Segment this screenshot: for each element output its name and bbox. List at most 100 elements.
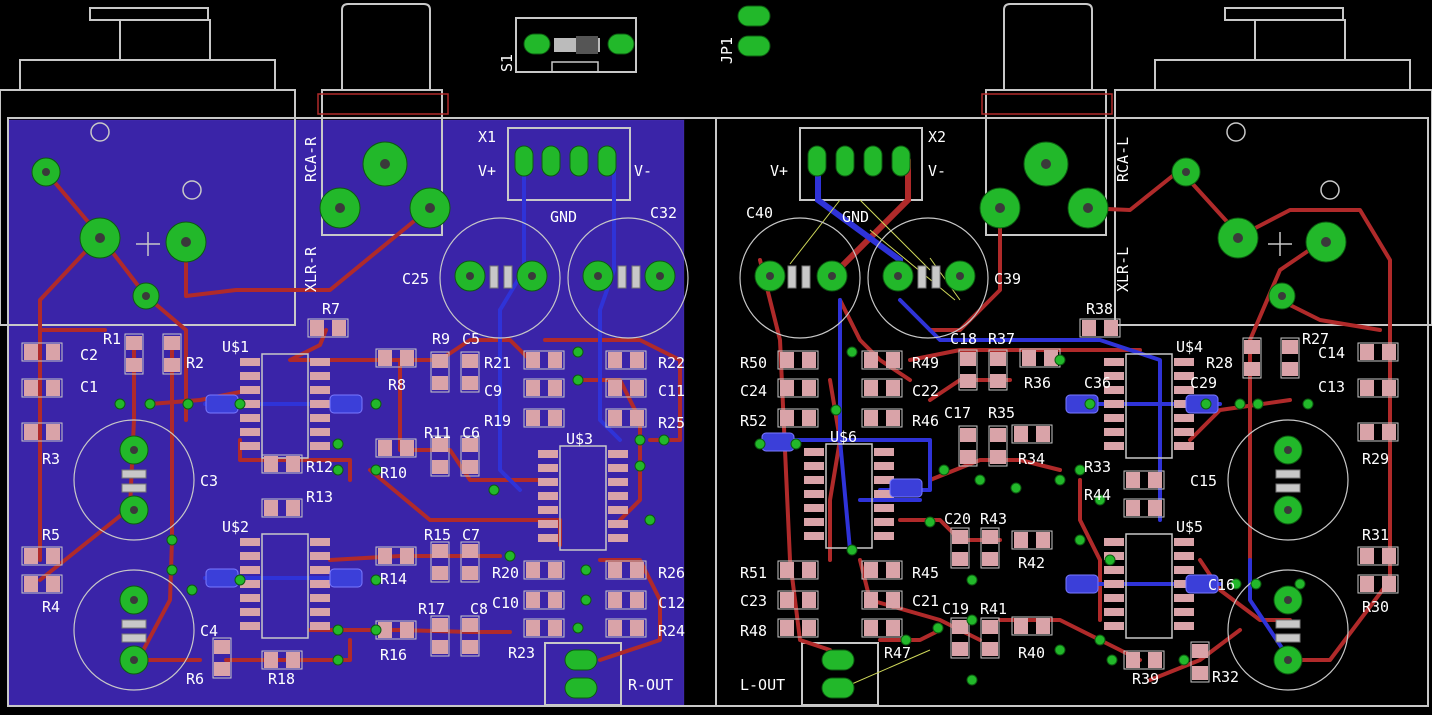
via <box>974 474 986 486</box>
smd-pad <box>1148 500 1162 516</box>
via <box>846 346 858 358</box>
via <box>1106 654 1118 666</box>
ic-pin <box>874 490 894 498</box>
smd-component <box>605 378 647 398</box>
ic-pin <box>1104 414 1124 422</box>
part-label: R7 <box>322 300 340 318</box>
via <box>166 564 178 576</box>
smd-pad <box>1360 576 1374 592</box>
smd-pad <box>400 440 414 456</box>
smd-outline <box>261 650 303 670</box>
smd-pad <box>1360 548 1374 564</box>
smd-component <box>261 498 303 518</box>
smd-component <box>430 541 450 583</box>
via <box>966 674 978 686</box>
ic-pin <box>310 442 330 450</box>
smd-pad <box>432 618 448 632</box>
via <box>1178 654 1190 666</box>
part-label: R28 <box>1206 354 1233 372</box>
oval-pads <box>514 5 911 699</box>
ic-pin <box>874 504 894 512</box>
smd-component <box>1079 318 1121 338</box>
smd-outline <box>430 435 450 477</box>
smd-component <box>307 318 349 338</box>
part-label: R52 <box>740 412 767 430</box>
smd-pad <box>864 352 878 368</box>
smd-outline <box>523 618 565 638</box>
smd-outline <box>777 560 819 580</box>
ic-pin <box>608 450 628 458</box>
via <box>370 624 382 636</box>
ic-bodies <box>261 353 1173 639</box>
via <box>504 550 516 562</box>
smd-pad <box>780 620 794 636</box>
part-label: C2 <box>80 346 98 364</box>
ic-pin <box>310 594 330 602</box>
smd-pad <box>990 352 1006 366</box>
smd-pad <box>1148 472 1162 488</box>
via <box>370 464 382 476</box>
ic-pin <box>310 608 330 616</box>
smd-component <box>1190 641 1210 683</box>
via <box>1094 494 1106 506</box>
part-label: R38 <box>1086 300 1113 318</box>
ic-pin <box>1104 372 1124 380</box>
ic-pin <box>240 594 260 602</box>
smd-component <box>523 560 565 580</box>
smd-component <box>1011 530 1053 550</box>
part-label: C20 <box>944 510 971 528</box>
ic-pin <box>310 552 330 560</box>
smd-pad <box>1014 532 1028 548</box>
part-label: R46 <box>912 412 939 430</box>
smd-pad <box>780 410 794 426</box>
smd-pad <box>526 620 540 636</box>
ic-pin <box>1174 566 1194 574</box>
smd-pad <box>630 380 644 396</box>
ic-pin <box>1104 442 1124 450</box>
ic-pin <box>874 462 894 470</box>
smd-component <box>460 541 480 583</box>
smd-component <box>777 590 819 610</box>
ic-pin <box>240 372 260 380</box>
label-gnd-1: GND <box>550 208 577 226</box>
ic-pin <box>1174 442 1194 450</box>
smd-pad <box>1126 472 1140 488</box>
smd-pad <box>126 336 142 350</box>
via <box>1074 464 1086 476</box>
ic-pin <box>608 520 628 528</box>
part-label: C17 <box>944 404 971 422</box>
smd-pad <box>1360 344 1374 360</box>
part-label: C7 <box>462 526 480 544</box>
smd-pad <box>214 640 230 654</box>
smd-component <box>861 408 903 428</box>
smd-pad <box>780 352 794 368</box>
smd-component <box>980 617 1000 659</box>
smd-component <box>261 650 303 670</box>
label-rca-r: RCA-R <box>302 136 320 182</box>
smd-pad <box>286 500 300 516</box>
switch-knob <box>576 36 598 54</box>
via <box>234 574 246 586</box>
label-rca-l: RCA-L <box>1114 137 1132 182</box>
part-label: R5 <box>42 526 60 544</box>
smd-outline <box>460 541 480 583</box>
part-label: C39 <box>994 270 1021 288</box>
part-label: R44 <box>1084 486 1111 504</box>
ic-pin <box>804 504 824 512</box>
ic-pin <box>538 464 558 472</box>
smd-outline <box>430 615 450 657</box>
smd-component <box>1357 574 1399 594</box>
smd-component <box>605 590 647 610</box>
ic-pin <box>1174 594 1194 602</box>
smd-component <box>21 378 63 398</box>
bottom-smd-cap <box>889 478 923 498</box>
part-label: R40 <box>1018 644 1045 662</box>
smd-outline <box>1242 337 1262 379</box>
via <box>186 584 198 596</box>
smd-pad <box>1282 340 1298 354</box>
smd-pad <box>332 320 346 336</box>
smd-component <box>777 378 819 398</box>
part-label: R22 <box>658 354 685 372</box>
via <box>1252 398 1264 410</box>
